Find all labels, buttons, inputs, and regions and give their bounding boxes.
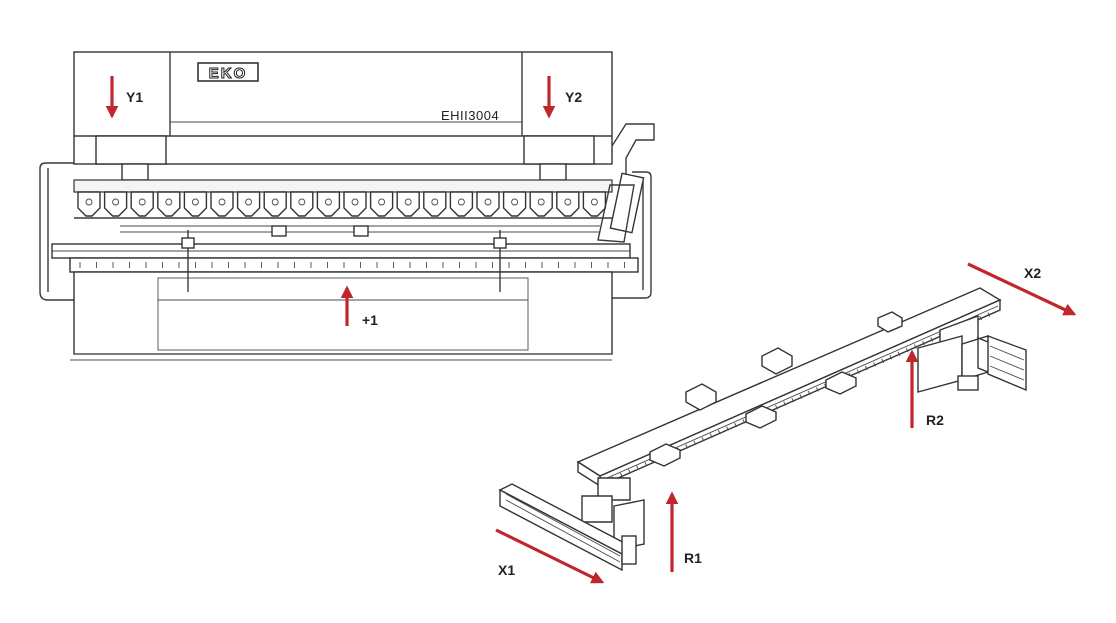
backgauge-right-unit [917, 314, 1027, 393]
v1-label: +1 [362, 312, 378, 328]
clamp [290, 191, 314, 217]
clamp [157, 191, 181, 217]
table-marks [79, 262, 625, 268]
y2-label: Y2 [565, 89, 582, 105]
clamp [369, 191, 394, 217]
clamp [130, 191, 154, 217]
clamp [236, 191, 261, 217]
clamp [316, 191, 341, 217]
clamp [103, 191, 128, 217]
axis-labels: Y1 Y2 +1 X1 X2 R1 R2 [126, 89, 1041, 578]
x2-label: X2 [1024, 265, 1041, 281]
y1-label: Y1 [126, 89, 143, 105]
model-label: EHII3004 [441, 108, 499, 123]
clamp [529, 191, 553, 217]
table-fingers [181, 225, 507, 292]
x2-arrow [967, 262, 1077, 316]
clamp [77, 191, 101, 217]
clamp [183, 191, 208, 217]
clamp [210, 191, 234, 217]
upper-tool-clamps [77, 191, 607, 217]
brand-logo: EKO [197, 62, 259, 83]
clamp [556, 191, 580, 217]
clamp [582, 191, 607, 217]
backgauge-isometric [498, 287, 1027, 572]
r2-label: R2 [926, 412, 944, 428]
x1-label: X1 [498, 562, 515, 578]
control-pendant [597, 123, 655, 243]
clamp [502, 191, 527, 217]
backgauge-left-unit [498, 477, 645, 572]
clamp [343, 191, 367, 217]
x1-arrow [495, 528, 605, 584]
clamp [449, 191, 474, 217]
beam-brackets [649, 311, 903, 467]
clamp [423, 191, 447, 217]
axis-arrows [105, 76, 1077, 584]
r1-label: R1 [684, 550, 702, 566]
clamp [263, 191, 287, 217]
clamp [396, 191, 420, 217]
clamp [476, 191, 500, 217]
brand-logo-text: EKO [209, 65, 248, 82]
